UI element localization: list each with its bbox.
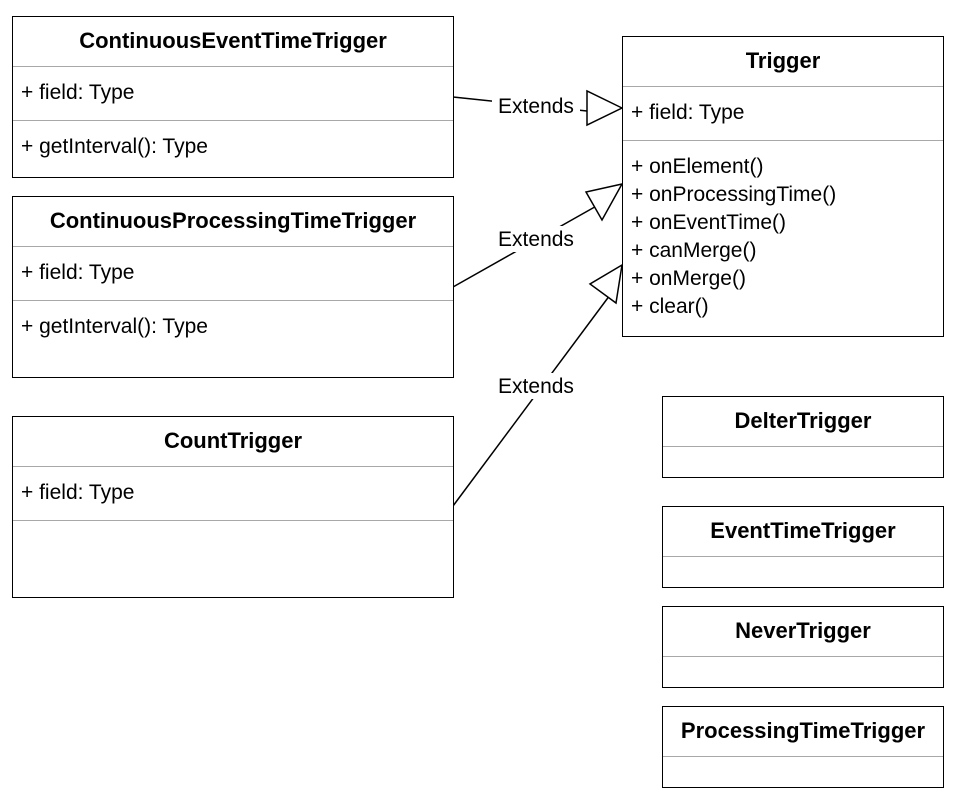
class-name: EventTimeTrigger (663, 507, 943, 557)
class-name: ContinuousProcessingTimeTrigger (13, 197, 453, 247)
attributes-section: + field: Type (13, 67, 453, 121)
extends-label-processing: Extends (498, 228, 574, 251)
class-name: ProcessingTimeTrigger (663, 707, 943, 757)
class-delter-trigger[interactable]: DelterTrigger (662, 396, 944, 478)
class-continuous-processing-time-trigger[interactable]: ContinuousProcessingTimeTrigger + field:… (12, 196, 454, 378)
extends-arrowhead-event (586, 89, 624, 127)
methods-section (13, 521, 453, 533)
method-row: + clear() (631, 295, 709, 318)
method-row: + onElement() (631, 155, 764, 178)
class-name: NeverTrigger (663, 607, 943, 657)
extends-line-count (452, 294, 611, 507)
attributes-section: + field: Type (623, 87, 943, 141)
class-continuous-event-time-trigger[interactable]: ContinuousEventTimeTrigger + field: Type… (12, 16, 454, 178)
extends-label-count: Extends (498, 375, 574, 398)
class-trigger[interactable]: Trigger + field: Type + onElement() + on… (622, 36, 944, 337)
methods-section: + getInterval(): Type (13, 301, 453, 341)
attributes-section: + field: Type (13, 247, 453, 301)
method-row: + onMerge() (631, 267, 746, 290)
attribute-row: + field: Type (21, 481, 135, 504)
method-row: + onEventTime() (631, 211, 787, 234)
class-name: CountTrigger (13, 417, 453, 467)
attributes-section: + field: Type (13, 467, 453, 521)
class-name: DelterTrigger (663, 397, 943, 447)
class-event-time-trigger[interactable]: EventTimeTrigger (662, 506, 944, 588)
method-row: + getInterval(): Type (21, 315, 208, 338)
method-row: + onProcessingTime() (631, 183, 837, 206)
methods-section: + onElement() + onProcessingTime() + onE… (623, 141, 943, 321)
class-processing-time-trigger[interactable]: ProcessingTimeTrigger (662, 706, 944, 788)
extends-arrowhead-count (588, 263, 623, 305)
class-name: ContinuousEventTimeTrigger (13, 17, 453, 67)
extends-arrowhead-processing (584, 182, 624, 222)
method-row: + canMerge() (631, 239, 757, 262)
class-name: Trigger (623, 37, 943, 87)
extends-line-event (452, 96, 588, 112)
methods-section: + getInterval(): Type (13, 121, 453, 161)
attribute-row: + field: Type (631, 101, 745, 124)
extends-label-event: Extends (498, 95, 574, 118)
class-never-trigger[interactable]: NeverTrigger (662, 606, 944, 688)
method-row: + getInterval(): Type (21, 135, 208, 158)
class-count-trigger[interactable]: CountTrigger + field: Type (12, 416, 454, 598)
attribute-row: + field: Type (21, 261, 135, 284)
extends-line-processing (452, 203, 601, 288)
attribute-row: + field: Type (21, 81, 135, 104)
